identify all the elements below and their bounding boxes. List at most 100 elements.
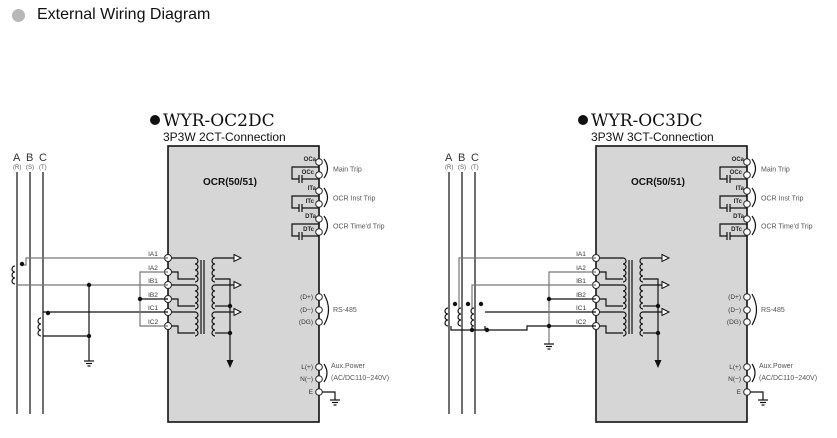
ct-terminal-label: IB2: [576, 292, 586, 299]
wire: [484, 325, 596, 331]
power-terminal-label: N(−): [300, 376, 313, 383]
ct-terminal-label: IB1: [148, 278, 158, 285]
bracket-icon: [751, 158, 757, 179]
common-arrow-icon: [654, 360, 662, 368]
ground-icon: [84, 360, 94, 367]
bracket-icon: [323, 363, 328, 383]
contact-terminal-label: DTa: [733, 214, 745, 220]
polarity-dot: [465, 301, 471, 307]
ct-terminal-label: IC1: [576, 305, 587, 312]
contact-terminal-label: OCc: [730, 170, 743, 176]
coil-icon: [622, 311, 627, 337]
wire: [471, 284, 596, 308]
contact-label: Main Trip: [761, 167, 790, 174]
power-terminal: [743, 375, 751, 383]
output-arrow-icon: [233, 253, 243, 263]
power-spec: (AC/DC110~240V): [759, 375, 817, 382]
phase-label: A: [13, 152, 21, 164]
comm-terminal-label: (D+): [728, 294, 741, 301]
bracket-icon: [751, 215, 757, 236]
contact-terminal-label: ITc: [306, 199, 315, 205]
wire: [168, 271, 195, 280]
wire: [719, 166, 747, 180]
contact-label: OCR Time'd Trip: [761, 224, 813, 231]
wire: [168, 298, 195, 307]
power-terminal-label: E: [737, 389, 742, 396]
wire: [750, 391, 764, 400]
polarity-dot: [19, 261, 25, 267]
contact-terminal: [315, 187, 323, 195]
contact-terminal-label: DTc: [303, 227, 315, 233]
junction-dot: [227, 330, 233, 336]
power-label: Aux.Power: [759, 363, 794, 370]
model-bullet-icon: [578, 115, 588, 125]
relay-body: [595, 145, 748, 423]
comm-terminal-label: (DG): [299, 319, 313, 326]
coil-icon: [639, 257, 644, 283]
ct-terminal-label: IB1: [576, 278, 586, 285]
contact-label: OCR Inst Trip: [333, 196, 376, 203]
wire: [548, 271, 596, 344]
ct-terminal-label: IA2: [148, 265, 158, 272]
contact-terminal: [315, 215, 323, 223]
contact-terminal: [315, 171, 323, 179]
polarity-dot: [452, 301, 458, 307]
output-arrow-icon: [661, 280, 671, 290]
coil-icon: [211, 284, 216, 310]
wire: [596, 271, 623, 280]
comm-terminal: [315, 293, 323, 301]
bracket-icon: [751, 187, 757, 208]
coil-icon: [639, 284, 644, 310]
junction-dot: [227, 303, 233, 309]
comm-label: RS-485: [333, 307, 357, 314]
relay-label: OCR(50/51): [203, 177, 257, 188]
contact-terminal-label: DTa: [305, 214, 317, 220]
wire: [596, 298, 623, 307]
phase-alias: (S): [458, 165, 466, 171]
contact-label: OCR Time'd Trip: [333, 224, 385, 231]
contact-terminal-label: OCa: [732, 157, 745, 163]
contact-terminal: [743, 171, 751, 179]
output-arrow-icon: [661, 253, 671, 263]
wire: [322, 391, 336, 400]
bracket-icon: [323, 187, 329, 208]
power-label: Aux.Power: [331, 363, 366, 370]
ct-terminal-label: IA1: [576, 251, 586, 258]
output-arrow-icon: [661, 307, 671, 317]
comm-label: RS-485: [761, 307, 785, 314]
comm-terminal: [315, 306, 323, 314]
coil-icon: [194, 257, 199, 283]
contact-terminal: [743, 215, 751, 223]
bracket-icon: [323, 293, 330, 326]
junction-dot: [655, 330, 661, 336]
comm-terminal-label: (DG): [727, 319, 741, 326]
contact-terminal: [315, 158, 323, 166]
wire: [168, 325, 195, 334]
wire: [291, 223, 319, 237]
ct-terminal-label: IB2: [148, 292, 158, 299]
coil-icon: [622, 284, 627, 310]
power-terminal: [743, 363, 751, 371]
bullet-icon: [12, 8, 25, 22]
model-bullet-icon: [150, 115, 160, 125]
section-header: External Wiring Diagram: [12, 6, 210, 24]
ct-terminal-label: IC2: [576, 319, 587, 326]
power-terminal: [315, 388, 323, 396]
ground-icon: [330, 399, 340, 406]
phase-label: B: [458, 152, 465, 164]
phase-label: C: [39, 152, 47, 164]
relay-label: OCR(50/51): [631, 177, 685, 188]
contact-label: OCR Inst Trip: [761, 196, 804, 203]
common-arrow-icon: [226, 360, 234, 368]
junction-dot: [469, 327, 475, 333]
coil-icon: [211, 311, 216, 337]
output-arrow-icon: [233, 307, 243, 317]
coil-icon: [639, 311, 644, 337]
bracket-icon: [323, 215, 329, 236]
comm-terminal-label: (D−): [300, 307, 313, 314]
contact-terminal-label: OCc: [302, 170, 315, 176]
power-spec: (AC/DC110~240V): [331, 375, 389, 382]
phase-alias: (T): [39, 165, 47, 171]
